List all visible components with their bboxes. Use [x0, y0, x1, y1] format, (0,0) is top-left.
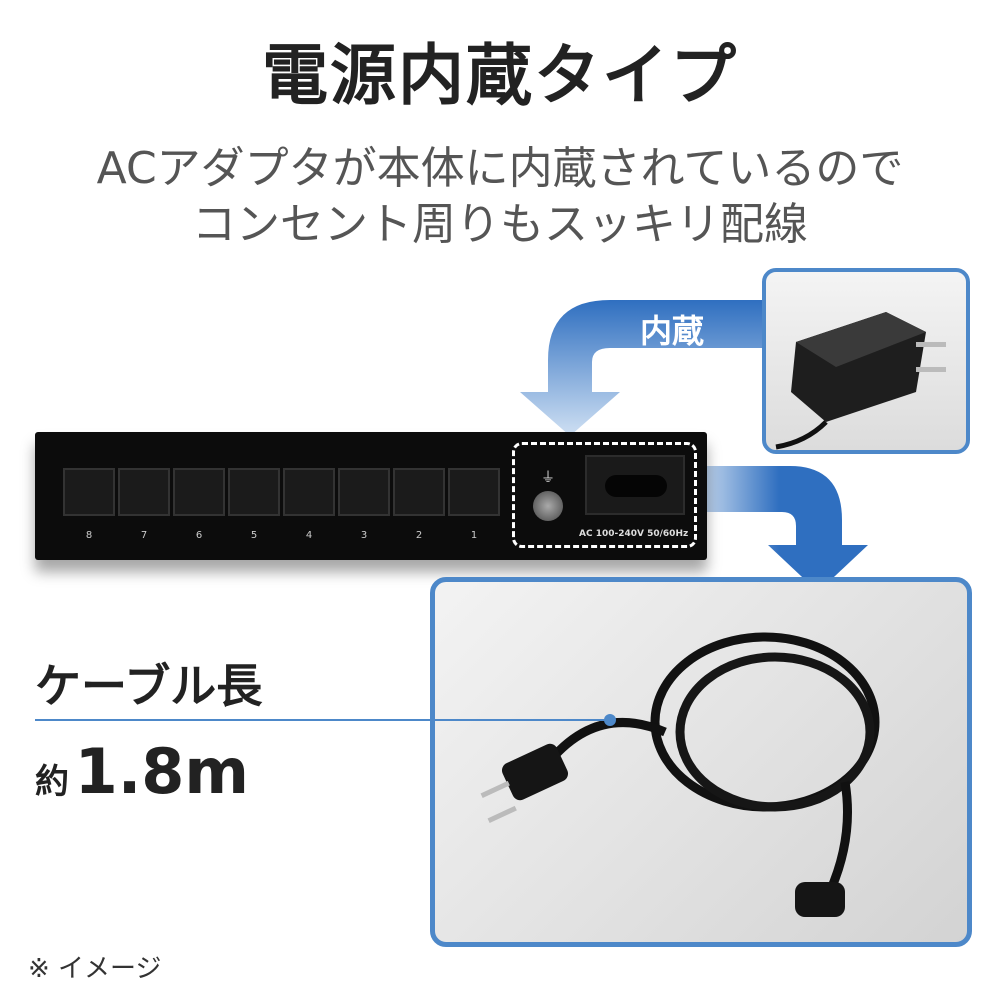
port-number: 1 [470, 530, 478, 541]
ethernet-port [448, 468, 500, 516]
port-number: 3 [360, 530, 368, 541]
port-number: 8 [85, 530, 93, 541]
image-note: ※ イメージ [28, 954, 162, 984]
power-rating-label: AC 100-240V 50/60Hz [579, 529, 689, 539]
cable-length-number: 1.8m [74, 735, 250, 808]
port-number: 2 [415, 530, 423, 541]
callout-dot [604, 714, 616, 726]
port-number: 6 [195, 530, 203, 541]
subtitle-line-2: コンセント周りもスッキリ配線 [192, 199, 808, 250]
ground-symbol-icon: ⏚ [541, 470, 555, 486]
port-number: 4 [305, 530, 313, 541]
cable-length-prefix: 約 [35, 762, 69, 802]
cable-length-value: 約 1.8m [35, 735, 249, 808]
power-cable-image [430, 577, 972, 947]
cable-length-label: ケーブル長 [35, 659, 263, 713]
ethernet-port [393, 468, 445, 516]
arrow-built-in [520, 300, 770, 436]
ac-adapter-icon [775, 312, 946, 450]
ethernet-port [63, 468, 115, 516]
ethernet-port [338, 468, 390, 516]
ethernet-port [118, 468, 170, 516]
subtitle-line-1: ACアダプタが本体に内蔵されているので [96, 143, 904, 194]
power-inlet [585, 455, 685, 515]
ethernet-port [283, 468, 335, 516]
network-switch-rear: 8 7 6 5 4 3 2 1 ⏚ AC 100-240V 50/60Hz [35, 432, 707, 560]
callout-line [35, 719, 610, 721]
ac-adapter-image [762, 268, 970, 454]
built-in-power-highlight: ⏚ AC 100-240V 50/60Hz [512, 442, 697, 548]
ground-screw-icon [533, 491, 563, 521]
arrow-to-cable [690, 466, 868, 592]
arrow-label: 内蔵 [640, 312, 705, 350]
port-number: 5 [250, 530, 258, 541]
power-cable-icon [480, 632, 880, 917]
ethernet-port [228, 468, 280, 516]
port-number: 7 [140, 530, 148, 541]
page-title: 電源内蔵タイプ [262, 37, 738, 114]
ethernet-port [173, 468, 225, 516]
